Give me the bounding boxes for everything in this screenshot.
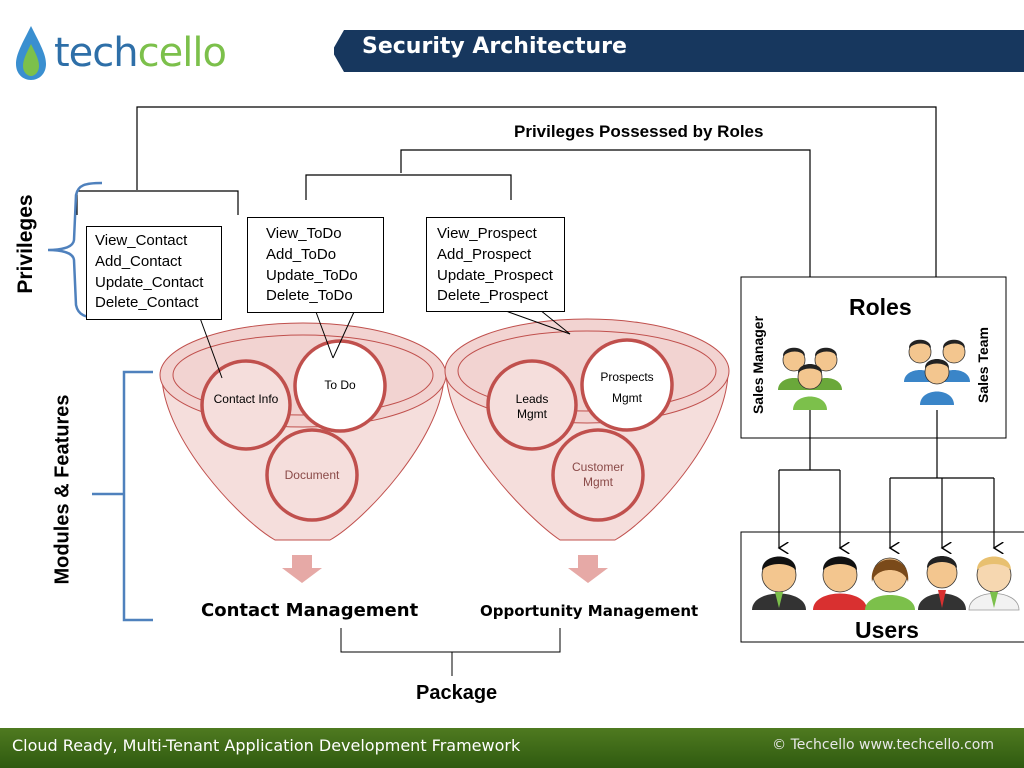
privilege-line: Add_Contact <box>95 253 182 270</box>
roles-title: Roles <box>849 294 912 320</box>
feature-contact-info: Contact Info <box>213 392 279 406</box>
privilege-line: Update_Contact <box>95 274 204 291</box>
techcello-logo: techcello <box>14 22 227 82</box>
user-icon-2 <box>813 556 867 610</box>
modules-features-side-label: Modules & Features <box>51 394 74 585</box>
sales-manager-group-icon <box>778 347 842 410</box>
privilege-line: Delete_Contact <box>95 294 199 311</box>
drop-icon <box>16 26 46 80</box>
privilege-box-todo: View_ToDo Add_ToDo Update_ToDo Delete_To… <box>247 217 384 313</box>
feature-prospects-mgmt: Prospects Mgmt <box>600 370 654 405</box>
package-label: Package <box>416 682 498 704</box>
privilege-line: Update_Prospect <box>437 267 553 284</box>
feature-todo: To Do <box>324 378 356 392</box>
feature-leads-mgmt: Leads Mgmt <box>515 392 549 421</box>
role-sales-team: Sales Team <box>975 327 991 404</box>
architecture-diagram <box>47 106 1024 676</box>
feature-document: Document <box>284 468 340 482</box>
logo-text: techcello <box>54 30 227 76</box>
privilege-box-contact: View_Contact Add_Contact Update_Contact … <box>86 226 222 320</box>
privilege-box-prospect: View_Prospect Add_Prospect Update_Prospe… <box>426 217 565 312</box>
callout-pointers <box>199 309 571 379</box>
privilege-connectors <box>76 106 936 333</box>
role-sales-manager: Sales Manager <box>750 315 766 415</box>
users-title: Users <box>855 617 919 643</box>
role-user-connectors <box>779 410 994 548</box>
privileges-side-label: Privileges <box>14 194 37 294</box>
privilege-line: Add_ToDo <box>266 246 337 263</box>
privilege-line: View_Contact <box>95 232 188 249</box>
header-chevrons-icon <box>326 30 364 72</box>
privilege-line: Delete_Prospect <box>437 287 548 304</box>
user-icon-1 <box>752 556 806 610</box>
footer-tagline: Cloud Ready, Multi-Tenant Application De… <box>12 736 521 755</box>
sales-team-group-icon <box>904 339 970 405</box>
privilege-line: View_ToDo <box>266 225 342 242</box>
privilege-line: Update_ToDo <box>266 267 358 284</box>
footer-copyright: © Techcello www.techcello.com <box>772 737 994 753</box>
privilege-line: View_Prospect <box>437 225 537 242</box>
user-icon-3 <box>865 557 915 610</box>
privileges-by-roles-label: Privileges Possessed by Roles <box>514 122 764 141</box>
page-title: Security Architecture <box>362 34 627 59</box>
user-icon-4 <box>918 556 966 610</box>
module-contact-management: Contact Management <box>201 600 419 621</box>
user-icon-5 <box>968 556 1020 611</box>
funnel-opportunity-management <box>444 318 730 583</box>
funnel-contact-management <box>159 322 447 583</box>
privilege-line: Add_Prospect <box>437 246 532 263</box>
header-bar <box>334 30 1024 72</box>
side-brackets <box>47 181 153 622</box>
privilege-line: Delete_ToDo <box>266 287 353 304</box>
package-bracket <box>340 628 561 676</box>
feature-customer-mgmt: Customer Mgmt <box>571 460 624 489</box>
module-opportunity-management: Opportunity Management <box>480 602 699 620</box>
footer-bar: Cloud Ready, Multi-Tenant Application De… <box>0 728 1024 768</box>
